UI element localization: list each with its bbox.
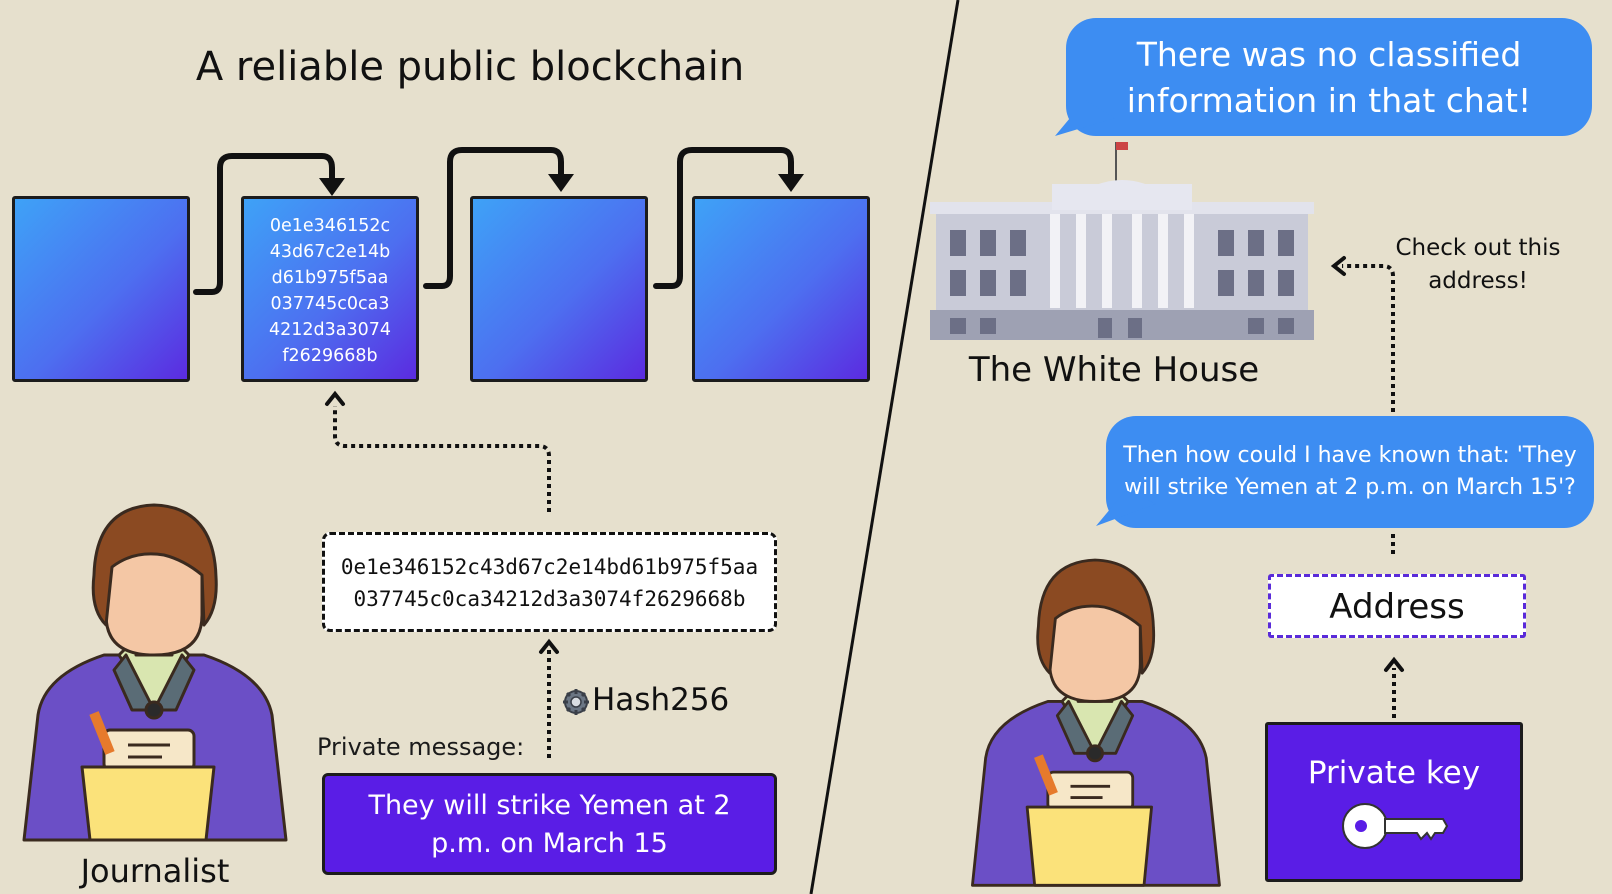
block-4 <box>692 196 870 382</box>
address-box: Address <box>1268 574 1526 638</box>
bubble-tail-bottom <box>1096 490 1156 526</box>
block-1 <box>12 196 190 382</box>
journalist-avatar <box>22 503 288 842</box>
hash-function-label: Hash256 <box>592 682 730 718</box>
block-hash-line: 43d67c2e14b <box>269 242 391 262</box>
speech-bubble-journalist: Then how could I have known that: 'They … <box>1106 416 1594 528</box>
journalist-label: Journalist <box>80 852 230 890</box>
white-house-illustration <box>930 142 1314 340</box>
private-key-box: Private key <box>1265 722 1523 882</box>
white-house-label: The White House <box>968 350 1260 390</box>
bubble-tail-top <box>1055 100 1115 136</box>
private-message-label: Private message: <box>317 733 525 761</box>
private-key-label: Private key <box>1307 755 1481 791</box>
block-hash-line: 037745c0ca3 <box>270 294 390 314</box>
block-hash-line: 4212d3a3074 <box>268 320 392 340</box>
private-message-box: They will strike Yemen at 2 p.m. on Marc… <box>322 773 777 875</box>
check-address-note: Check out this address! <box>1395 235 1561 294</box>
block-hash: 0e1e346152c 43d67c2e14b d61b975f5aa 0377… <box>244 213 416 369</box>
block-hash-line: d61b975f5aa <box>271 268 389 288</box>
key-icon <box>1342 803 1449 849</box>
hash-output-line: 037745c0ca34212d3a3074f2629668b <box>353 587 746 611</box>
diagram-title: A reliable public blockchain <box>195 44 745 90</box>
journalist-avatar-right <box>971 558 1221 887</box>
block-hash-line: f2629668b <box>282 346 378 366</box>
hash-output-box: 0e1e346152c43d67c2e14bd61b975f5aa 037745… <box>322 532 777 632</box>
block-3 <box>470 196 648 382</box>
block-2: 0e1e346152c 43d67c2e14b d61b975f5aa 0377… <box>241 196 419 382</box>
speech-bubble-white-house: There was no classified information in t… <box>1066 18 1592 136</box>
block-hash-line: 0e1e346152c <box>269 216 391 236</box>
hash-output-line: 0e1e346152c43d67c2e14bd61b975f5aa <box>340 555 759 579</box>
gear-icon <box>563 689 589 715</box>
